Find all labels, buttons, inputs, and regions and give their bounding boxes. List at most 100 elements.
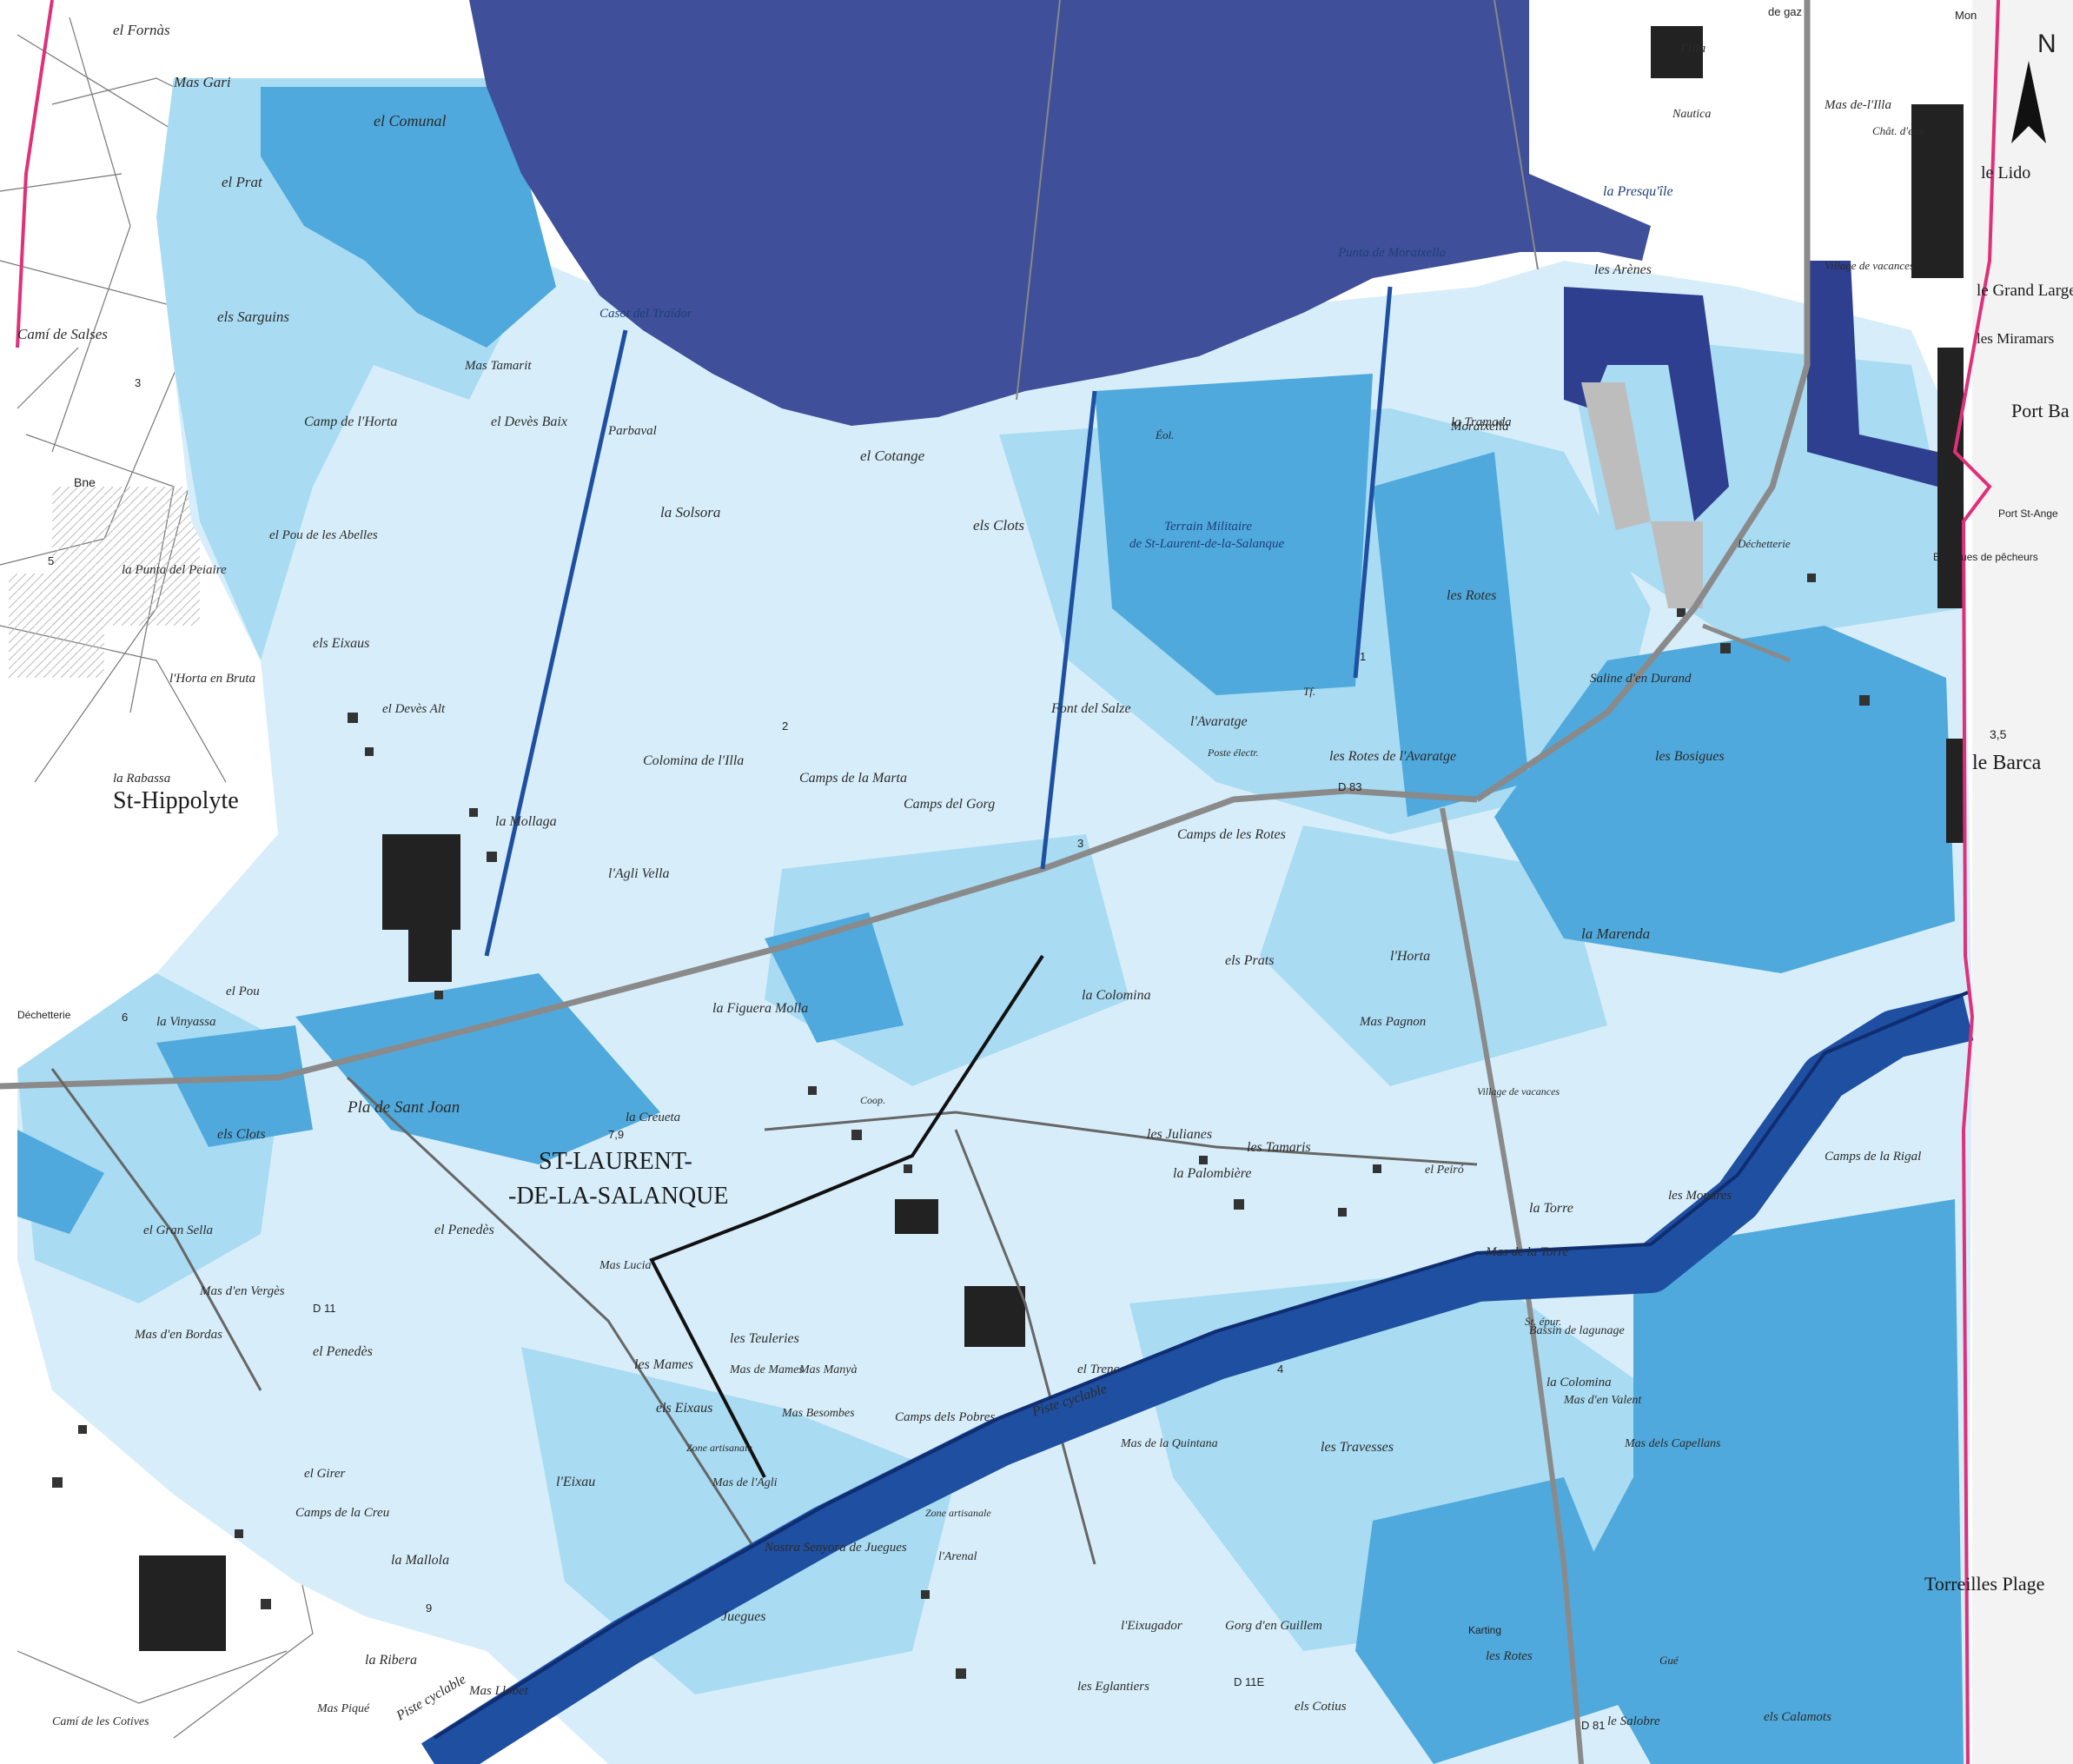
label-els-eixaus: els Eixaus <box>313 636 369 651</box>
spot-height: 7,9 <box>608 1128 624 1141</box>
label-el-prat: el Prat <box>222 174 263 190</box>
label-les-tamaris: les Tamaris <box>1247 1140 1311 1155</box>
label-el-trenc: el Trenc <box>1077 1363 1120 1376</box>
spot-height: 4 <box>1277 1363 1283 1376</box>
marina-channel <box>1807 261 1937 487</box>
label-les-arenes: les Arènes <box>1594 262 1652 277</box>
label-eol: Éol. <box>1155 428 1174 441</box>
label-la-marenda: la Marenda <box>1581 925 1650 942</box>
label-casot: Casot del Traïdor <box>599 307 692 321</box>
label-pla-sant-joan: Pla de Sant Joan <box>347 1098 460 1117</box>
label-chat-deau: Chât. d'eau <box>1872 124 1924 137</box>
label-st-laurent-1: ST-LAURENT- <box>539 1148 692 1175</box>
label-arenal: l'Arenal <box>938 1550 977 1563</box>
label-les-rotes: les Rotes <box>1447 588 1496 603</box>
label-coop: Coop. <box>860 1094 885 1106</box>
label-zone-ordisane: Zone artisanale <box>686 1442 752 1454</box>
label-la-colomina: la Colomina <box>1082 988 1151 1003</box>
label-port-barcares: Port Ba <box>2011 400 2070 421</box>
label-village-vacances: Village de vacances <box>1825 259 1914 272</box>
label-la-tramada: la Tramada <box>1451 415 1512 429</box>
label-la-figuera-molla: la Figuera Molla <box>712 1001 808 1016</box>
spot-height: 6 <box>122 1011 128 1024</box>
label-la-ribera: la Ribera <box>365 1653 417 1668</box>
label-el-fornas: el Fornàs <box>113 22 170 38</box>
label-le-lido: le Lido <box>1981 163 2030 182</box>
label-camp-horta: Camp de l'Horta <box>304 414 397 429</box>
label-camps-marta: Camps de la Marta <box>799 771 907 786</box>
spot-heights: 3 5 2 4 1 3 3,5 7,9 6 9 <box>48 376 2007 1615</box>
label-mas-de-la-torre: Mas de la Torre <box>1485 1245 1568 1259</box>
label-les-moudres: les Moudres <box>1668 1189 1732 1203</box>
label-mon: Mon <box>1955 9 1977 22</box>
label-de-gaz: de gaz <box>1768 5 1802 18</box>
spot-height: 1 <box>1360 650 1366 663</box>
label-punta-peiaire: la Punta del Peiaire <box>122 563 227 577</box>
label-els-eixaus-2: els Eixaus <box>656 1401 712 1416</box>
label-mas-agli: Mas de l'Agli <box>712 1476 778 1489</box>
label-juegues: Juegues <box>721 1609 766 1624</box>
label-grand-large: le Grand Large <box>1977 282 2073 300</box>
label-torreilles-plage: Torreilles Plage <box>1924 1573 2044 1595</box>
label-mas-manya: Mas Manyà <box>798 1363 858 1376</box>
label-els-clots-2: els Clots <box>217 1127 266 1142</box>
label-els-clots: els Clots <box>973 517 1024 534</box>
label-agli-vella: l'Agli Vella <box>608 866 670 881</box>
label-mas-gari: Mas Gari <box>173 74 231 90</box>
spot-height: 3,5 <box>1990 727 2007 741</box>
label-lilla: l'Illa <box>1681 42 1705 56</box>
label-mas-capellans: Mas dels Capellans <box>1624 1437 1721 1450</box>
agly-river-edge <box>433 991 1969 1740</box>
label-leixau: l'Eixau <box>556 1475 595 1489</box>
label-el-girer: el Girer <box>304 1467 346 1481</box>
label-le-barcares: le Barca <box>1972 752 2042 774</box>
label-la-solsora: la Solsora <box>660 504 720 521</box>
label-la-presquile: la Presqu'île <box>1603 184 1673 199</box>
label-st-hippolyte: St-Hippolyte <box>113 787 239 814</box>
grey-basin <box>1581 382 1651 530</box>
label-bassin-lagunage: Bassin de lagunage <box>1529 1324 1625 1337</box>
spot-height: 3 <box>135 376 141 389</box>
label-avaratge: l'Avaratge <box>1190 714 1248 729</box>
spot-height: 9 <box>426 1602 432 1615</box>
label-el-penedes: el Penedès <box>434 1223 494 1237</box>
label-nautica: Nautica <box>1672 108 1711 121</box>
label-la-mollaga: la Mollaga <box>495 814 557 829</box>
commune-boundary <box>649 954 1044 1478</box>
label-d81: D 81 <box>1581 1719 1605 1732</box>
label-mas-tamarit: Mas Tamarit <box>464 359 532 373</box>
agly-river <box>421 992 1974 1764</box>
label-el-deves-baix: el Devès Baix <box>491 414 567 429</box>
label-cami-salses: Camí de Salses <box>17 326 108 342</box>
label-le-salobre: le Salobre <box>1607 1714 1660 1728</box>
power-lines <box>1016 0 1539 401</box>
label-baraques: Baraques de pêcheurs <box>1933 551 2038 563</box>
spot-height: 3 <box>1077 837 1083 850</box>
label-la-colomina-2: la Colomina <box>1546 1376 1612 1389</box>
label-gue: Gué <box>1659 1654 1679 1667</box>
label-cami-cotives: Camí de les Cotives <box>52 1715 149 1728</box>
label-mas-besombes: Mas Besombes <box>781 1407 855 1420</box>
spot-height: 5 <box>48 554 54 567</box>
label-les-bosigues: les Bosigues <box>1655 749 1725 764</box>
label-nostra-senyora: Nostra Senyora de Juegues <box>764 1541 907 1555</box>
label-el-pou: el Pou <box>226 985 260 998</box>
north-arrow-icon: N <box>2011 30 2056 143</box>
label-camps-rigal: Camps de la Rigal <box>1825 1150 1921 1164</box>
lagoon <box>469 0 1651 426</box>
label-d11e: D 11E <box>1234 1675 1264 1688</box>
label-la-vinyassa: la Vinyassa <box>156 1015 215 1029</box>
label-mas-quintana: Mas de la Quintana <box>1120 1437 1218 1450</box>
west-boundary <box>16 0 54 348</box>
label-font-salze: Font del Salze <box>1050 701 1131 716</box>
label-saline: Saline d'en Durand <box>1590 672 1692 686</box>
label-d83: D 83 <box>1338 780 1361 793</box>
label-st-epur: St. épur. <box>1525 1315 1561 1328</box>
label-terrain-militaire: Terrain Militaire <box>1164 520 1252 534</box>
label-mas-llobet: Mas Llobet <box>468 1684 529 1698</box>
label-la-palombiere: la Palombière <box>1173 1166 1252 1181</box>
map-labels-2: la Tramada la Presqu'île les Arènes Naut… <box>17 5 2073 1732</box>
label-el-peiro: el Peiró <box>1425 1164 1464 1177</box>
urban-dots <box>52 574 1870 1679</box>
sea-background <box>1972 0 2073 1764</box>
